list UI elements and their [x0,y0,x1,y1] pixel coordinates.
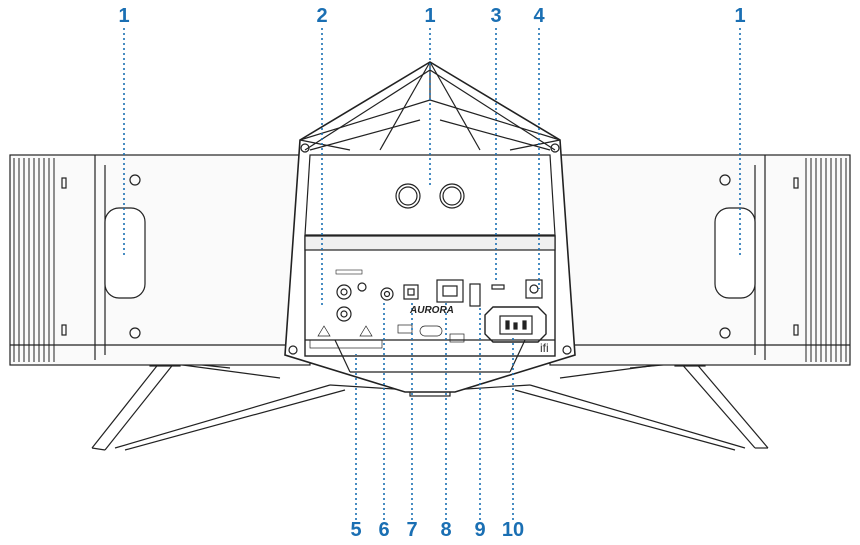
leader-lines [123,28,741,520]
callout-1-center: 1 [424,5,436,27]
usb-port [469,283,481,307]
callout-2: 2 [316,5,328,27]
left-speaker-wing [9,154,311,366]
rca-inputs [335,269,367,322]
coaxial-input [380,287,394,301]
left-heatsink-fins [13,158,55,362]
callout-5: 5 [350,519,362,541]
brand-logo-mark: AURORA [409,305,454,316]
callout-4: 4 [533,5,545,27]
callout-3: 3 [490,5,502,27]
callout-10: 10 [501,519,525,541]
ethernet-port [436,279,464,303]
callout-6: 6 [378,519,390,541]
callout-9: 9 [474,519,486,541]
maker-logo-mark: ifi [540,341,549,355]
ac-power-inlet [484,306,547,343]
right-speaker-wing [549,154,851,366]
dc-power-socket [525,279,543,299]
connector-panel [304,235,556,373]
callout-1-left: 1 [118,5,130,27]
sd-card-slot [491,284,505,290]
stand-legs [91,355,769,451]
right-heatsink-fins [805,158,847,362]
callout-7: 7 [406,519,418,541]
callout-8: 8 [440,519,452,541]
callout-1-right: 1 [734,5,746,27]
optical-input [403,284,419,300]
